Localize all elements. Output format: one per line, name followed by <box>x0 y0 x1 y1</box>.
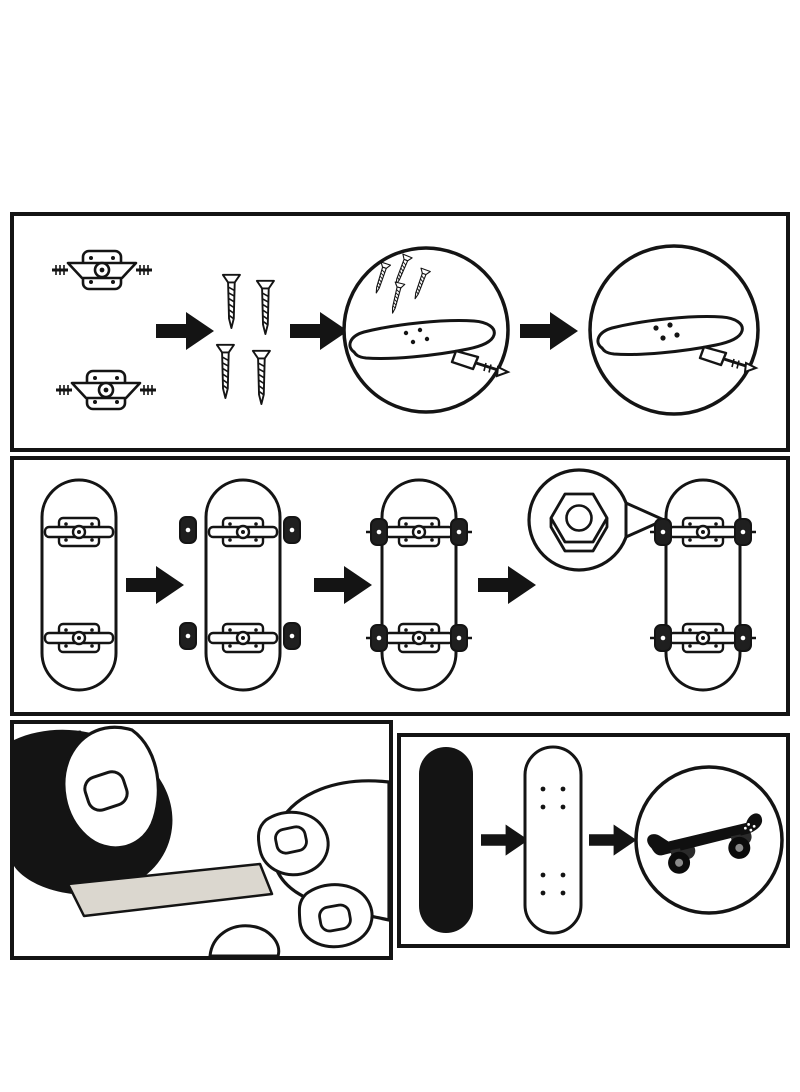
deck-with-grip <box>647 813 763 856</box>
panel-step-3-peel-grip-tape <box>10 720 393 960</box>
deck-screw-dots <box>743 823 756 832</box>
detail-circle-screws-installed <box>588 244 760 416</box>
front-axle-nut <box>735 843 744 852</box>
panel-step-2-mount-wheels <box>10 456 790 716</box>
deck-with-loose-wheels <box>179 480 301 690</box>
hands-peeling-grip-tape <box>14 725 389 956</box>
deck-with-wheels <box>366 480 472 690</box>
deck-with-mounting-holes <box>523 745 583 935</box>
wheel-icon <box>283 516 301 544</box>
screw-icon <box>221 273 241 329</box>
arrow-right-icon <box>290 312 348 350</box>
truck-icon <box>54 369 158 411</box>
detail-circle-lock-nut <box>527 468 631 572</box>
deck-with-trucks <box>42 480 116 690</box>
arrow-right-icon <box>314 566 372 604</box>
wheel-icon <box>179 516 197 544</box>
wheel-icon <box>179 622 197 650</box>
arrow-right-icon <box>481 824 529 856</box>
callout-pointer <box>624 501 666 539</box>
thumb-nail <box>83 770 129 812</box>
lower-fingertip <box>208 924 281 956</box>
arrow-right-icon <box>520 312 578 350</box>
grip-tape-sheet <box>419 747 473 933</box>
wheel-icon <box>283 622 301 650</box>
arrow-right-icon <box>478 566 536 604</box>
finished-fingerboard <box>647 813 763 874</box>
panel-step-1-attach-trucks <box>10 212 790 452</box>
panel-step-4-finish <box>397 733 790 948</box>
rear-axle-nut <box>675 858 684 867</box>
mounting-holes <box>540 786 566 896</box>
step-1-illustration <box>50 244 760 416</box>
arrow-right-icon <box>589 824 637 856</box>
screw-icon <box>251 349 271 405</box>
assembled-deck <box>650 480 756 690</box>
arrow-right-icon <box>156 312 214 350</box>
step-4-illustration <box>419 745 784 935</box>
arrow-right-icon <box>126 566 184 604</box>
deck-with-trucks <box>206 480 280 690</box>
screw-icon <box>255 279 275 335</box>
grip-tape-backing-strip <box>66 862 274 918</box>
right-hand <box>208 779 389 956</box>
screws-group <box>215 273 275 405</box>
lock-nut-icon <box>549 492 609 553</box>
detail-circle-screwing <box>342 246 510 414</box>
step-2-illustration <box>14 468 786 712</box>
installed-screw-heads <box>653 322 680 341</box>
finger-nail <box>318 903 352 933</box>
left-thumb <box>62 725 160 850</box>
finger-nail <box>274 825 308 855</box>
truck-icon <box>50 249 154 291</box>
screw-icon <box>215 343 235 399</box>
detail-circle-finished-board <box>634 765 784 915</box>
screw-holes <box>403 327 430 345</box>
